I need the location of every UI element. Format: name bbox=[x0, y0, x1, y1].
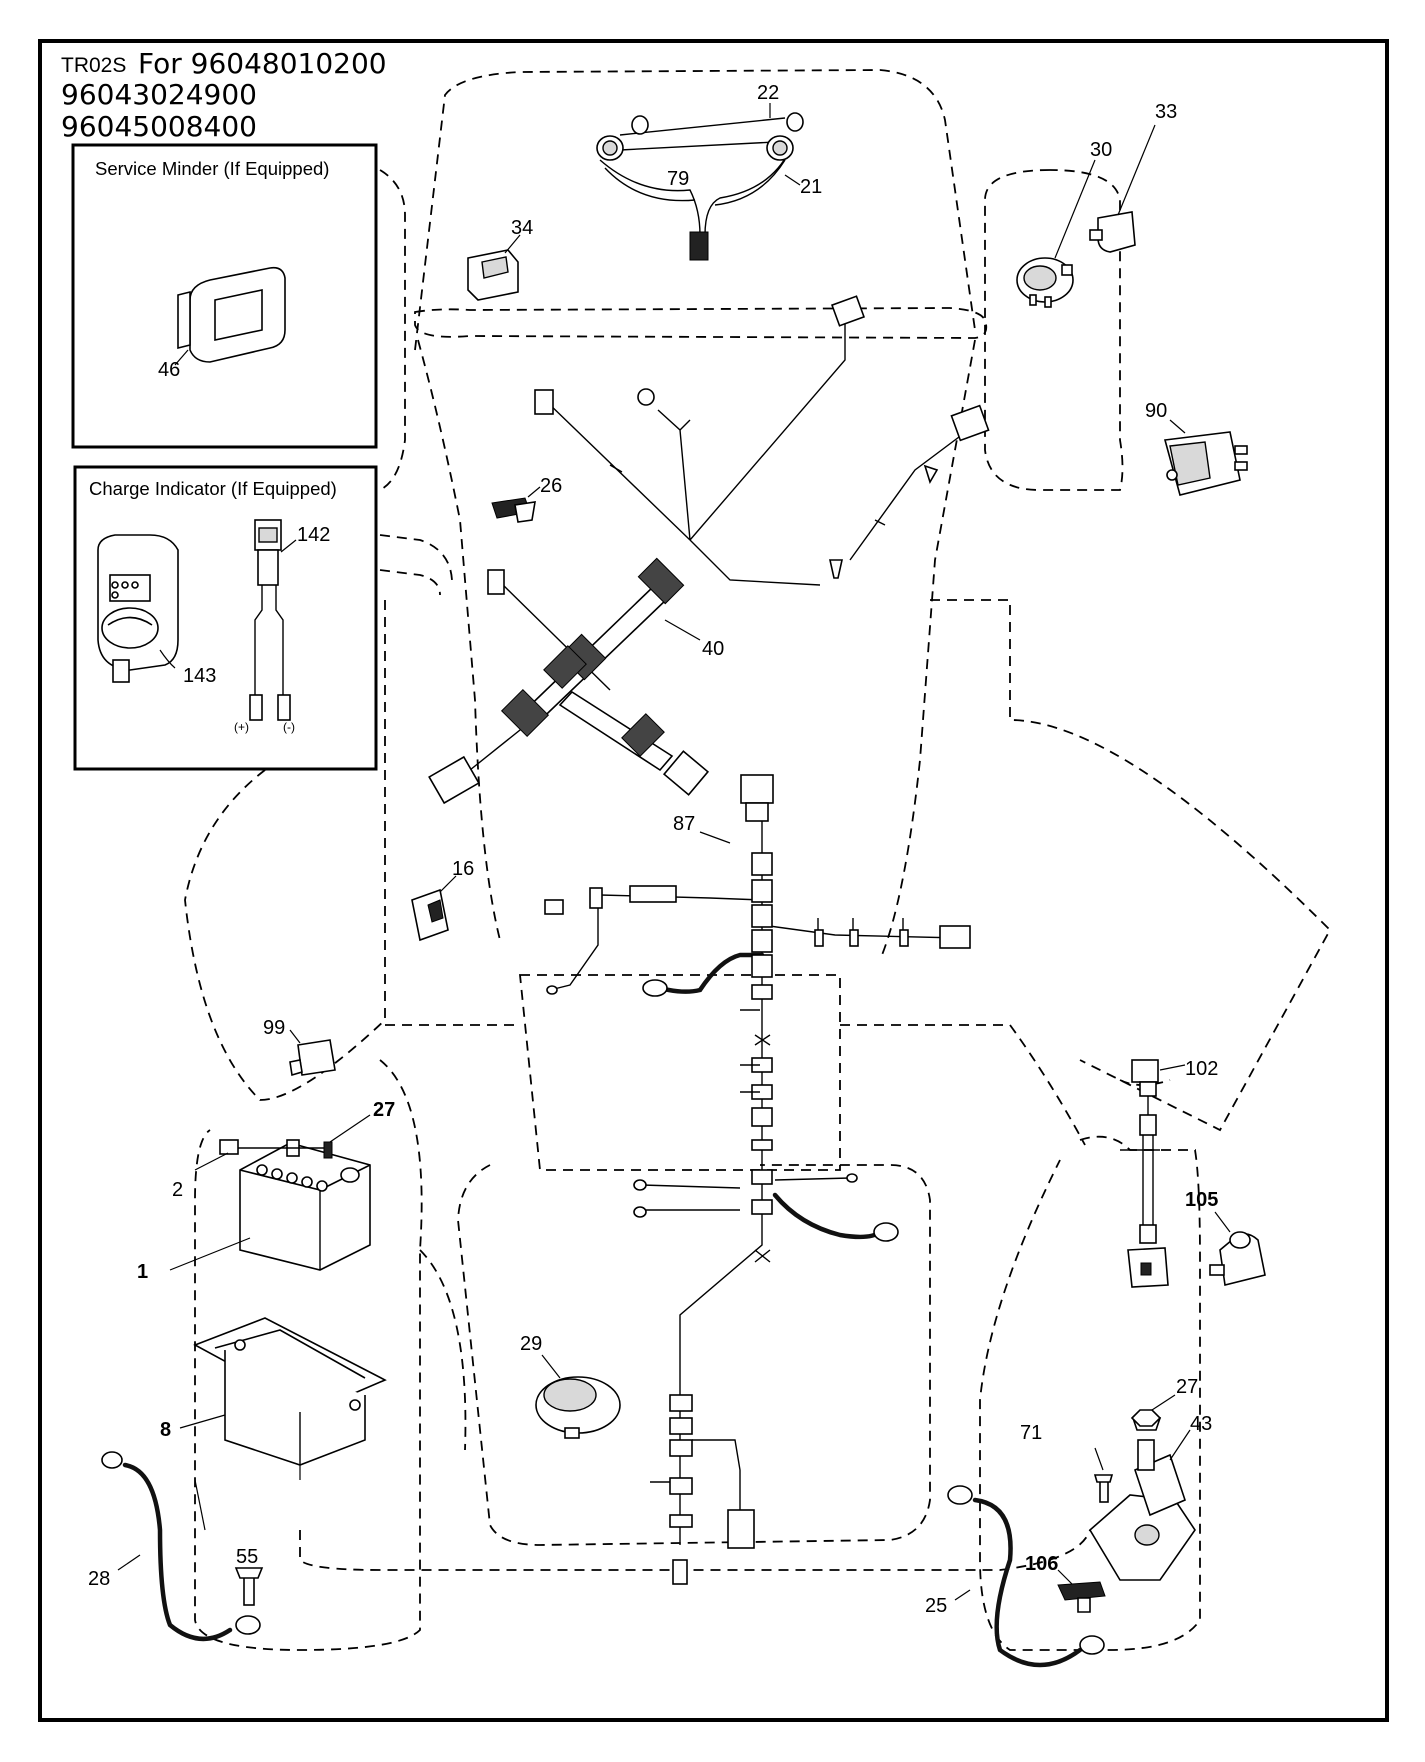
relay-part: 16 bbox=[411, 858, 474, 942]
diagram-frame bbox=[38, 39, 1389, 1722]
part-number: 46 bbox=[158, 359, 180, 381]
starter-solenoid-part: 43 27 71 106 bbox=[1020, 1376, 1212, 1613]
for-model-label: For 96048010200 bbox=[138, 47, 387, 80]
part-number: 28 bbox=[88, 1568, 110, 1590]
part-number: 16 bbox=[452, 858, 474, 880]
charge-indicator-gauge: 143 bbox=[97, 534, 216, 687]
main-harness: 40 bbox=[428, 295, 990, 805]
service-minder-part: 46 bbox=[158, 266, 286, 381]
part-number: 99 bbox=[263, 1017, 285, 1039]
sensor-part: 99 bbox=[263, 1017, 336, 1077]
part-number: 43 bbox=[1190, 1413, 1212, 1435]
charge-indicator-inset: Charge Indicator (If Equipped) 143 142 (… bbox=[73, 465, 378, 771]
ground-cable-part: 28 55 bbox=[88, 1451, 264, 1642]
headlight-harness: 22 79 21 bbox=[596, 82, 822, 261]
part-number: 79 bbox=[667, 168, 689, 190]
charge-indicator-title: Charge Indicator (If Equipped) bbox=[89, 478, 337, 499]
part-number: 102 bbox=[1185, 1058, 1218, 1080]
part-number: 90 bbox=[1145, 400, 1167, 422]
seat-harness bbox=[633, 1173, 899, 1585]
pto-switch-part: 90 bbox=[1145, 400, 1248, 496]
part-number: 55 bbox=[236, 1546, 258, 1568]
model-number: 96043024900 bbox=[61, 78, 257, 111]
part-number: 105 bbox=[1185, 1189, 1218, 1211]
battery-tray-part: 8 bbox=[160, 1317, 387, 1480]
battery-part: 2 27 1 bbox=[137, 1099, 395, 1283]
part-number: 29 bbox=[520, 1333, 542, 1355]
part-number: 27 bbox=[373, 1099, 395, 1121]
ignition-switch-part: 30 33 bbox=[1016, 101, 1177, 308]
service-minder-inset: Service Minder (If Equipped) 46 bbox=[71, 143, 378, 449]
part-number: 1 bbox=[137, 1261, 148, 1283]
part-number: 8 bbox=[160, 1419, 171, 1441]
part-number: 25 bbox=[925, 1595, 947, 1617]
charge-indicator-harness: 142 (+) (-) bbox=[234, 519, 330, 734]
part-number: 33 bbox=[1155, 101, 1177, 123]
switch-part: 34 bbox=[467, 217, 533, 301]
part-number: 40 bbox=[702, 638, 724, 660]
part-number: 2 bbox=[172, 1179, 183, 1201]
seat-switch-part: 102 105 bbox=[1120, 1058, 1266, 1288]
pto-button-part: 29 bbox=[520, 1333, 621, 1439]
part-number: 21 bbox=[800, 176, 822, 198]
diagram-code: TR02S bbox=[61, 54, 126, 77]
fuse-part: 26 bbox=[491, 475, 562, 523]
part-number: 143 bbox=[183, 665, 216, 687]
positive-terminal-label: (+) bbox=[234, 720, 249, 734]
part-number: 87 bbox=[673, 813, 695, 835]
part-number: 26 bbox=[540, 475, 562, 497]
model-header: TR02S For 96048010200 96043024900 960450… bbox=[61, 47, 387, 143]
part-number: 22 bbox=[757, 82, 779, 104]
dash-harness: 87 bbox=[544, 774, 971, 1195]
part-number: 106 bbox=[1025, 1553, 1058, 1575]
model-number: 96045008400 bbox=[61, 110, 257, 143]
service-minder-title: Service Minder (If Equipped) bbox=[95, 158, 329, 179]
part-number: 142 bbox=[297, 524, 330, 546]
battery-cable-part: 25 bbox=[925, 1485, 1105, 1668]
negative-terminal-label: (-) bbox=[283, 720, 295, 734]
part-number: 34 bbox=[511, 217, 533, 239]
part-number: 27 bbox=[1176, 1376, 1198, 1398]
part-number: 71 bbox=[1020, 1422, 1042, 1444]
part-number: 30 bbox=[1090, 139, 1112, 161]
